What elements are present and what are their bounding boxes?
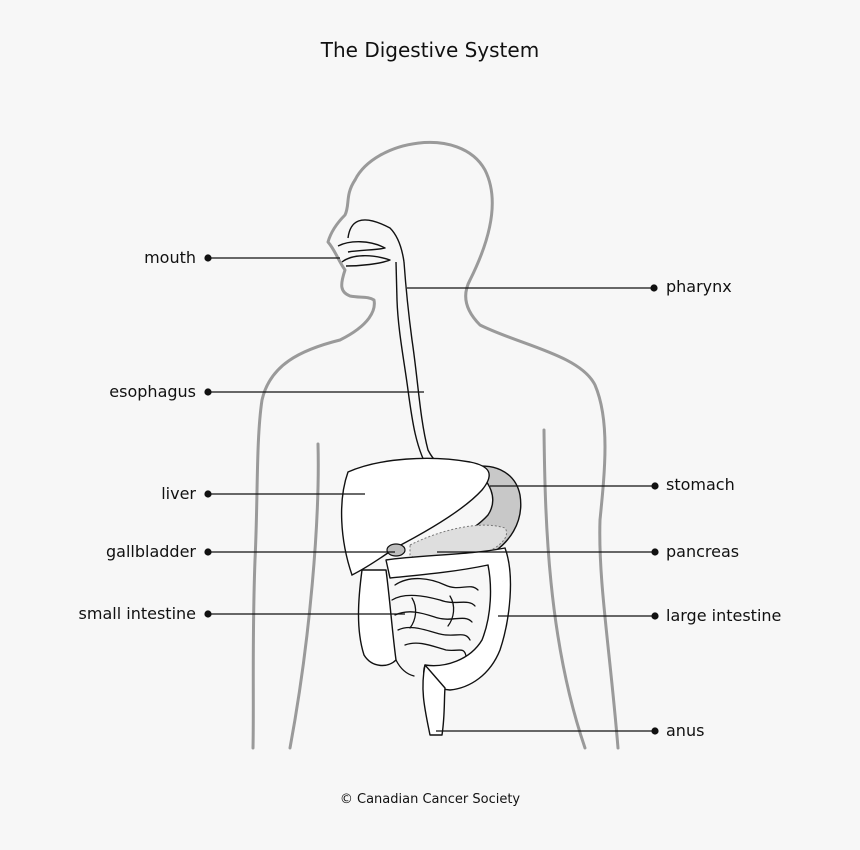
liver	[340, 457, 490, 576]
leader-dot-anus	[651, 727, 659, 735]
leader-dot-pharynx	[650, 284, 658, 292]
page-title: The Digestive System	[320, 38, 540, 62]
upper-tract	[337, 219, 453, 473]
leader-dot-stomach	[651, 482, 659, 490]
leader-dot-mouth	[204, 254, 212, 262]
leader-dot-pancreas	[651, 548, 659, 556]
copyright-notice: © Canadian Cancer Society	[339, 792, 521, 807]
large-intestine	[357, 547, 512, 736]
small-intestine	[391, 577, 479, 677]
leader-dot-large-intestine	[651, 612, 659, 620]
body-outline	[251, 140, 620, 750]
label-esophagus: esophagus	[109, 382, 196, 401]
leader-dot-esophagus	[204, 388, 212, 396]
label-pancreas: pancreas	[666, 542, 740, 561]
leader-lines	[204, 254, 659, 735]
label-liver: liver	[161, 484, 196, 503]
label-small-intestine: small intestine	[78, 604, 196, 623]
label-pharynx: pharynx	[666, 277, 732, 296]
gallbladder	[386, 543, 406, 557]
leader-dot-gallbladder	[204, 548, 212, 556]
leader-dot-small-intestine	[204, 610, 212, 618]
label-mouth: mouth	[144, 248, 196, 267]
leader-dot-liver	[204, 490, 212, 498]
label-anus: anus	[666, 721, 705, 740]
label-stomach: stomach	[666, 475, 735, 494]
label-large-intestine: large intestine	[666, 606, 782, 625]
label-gallbladder: gallbladder	[106, 542, 196, 561]
